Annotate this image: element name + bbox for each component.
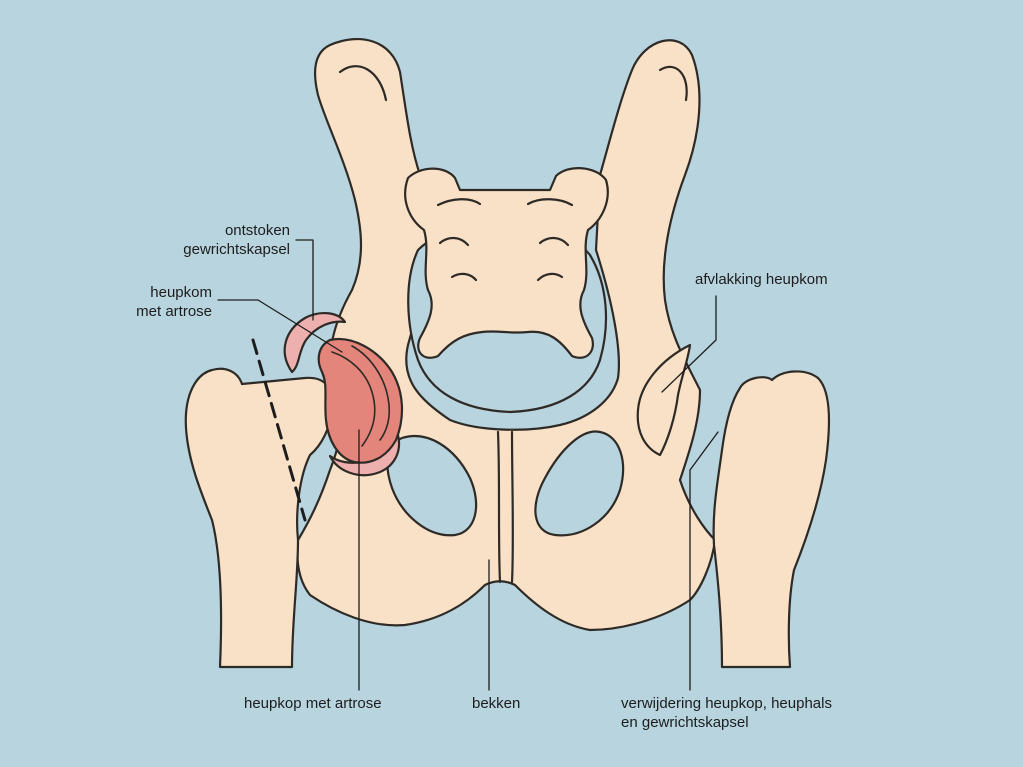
left-obturator-foramen	[386, 435, 478, 537]
label-inflamed-capsule: ontstoken gewrichtskapsel	[183, 222, 290, 258]
leader-socket-arthrosis	[217, 299, 343, 353]
label-pelvis: bekken	[472, 695, 521, 712]
osteotomy-line	[251, 338, 307, 522]
inflamed-capsule	[283, 312, 347, 374]
label-removal: verwijdering heupkop, heuphals en gewric…	[621, 695, 832, 731]
leader-removal	[689, 431, 719, 691]
label-flattened-socket: afvlakking heupkom	[695, 271, 828, 288]
left-femur	[184, 367, 334, 669]
right-obturator-foramen	[534, 430, 625, 537]
right-femur	[712, 370, 831, 669]
label-femoral-head-arthrosis: heupkop met artrose	[244, 695, 382, 712]
flattened-acetabulum	[636, 343, 692, 457]
sacrum	[404, 167, 609, 359]
label-socket-arthrosis: heupkom met artrose	[136, 284, 212, 320]
arthritic-joint	[317, 337, 404, 464]
leader-flattened-socket	[661, 295, 717, 393]
leader-inflamed-capsule	[295, 239, 314, 321]
